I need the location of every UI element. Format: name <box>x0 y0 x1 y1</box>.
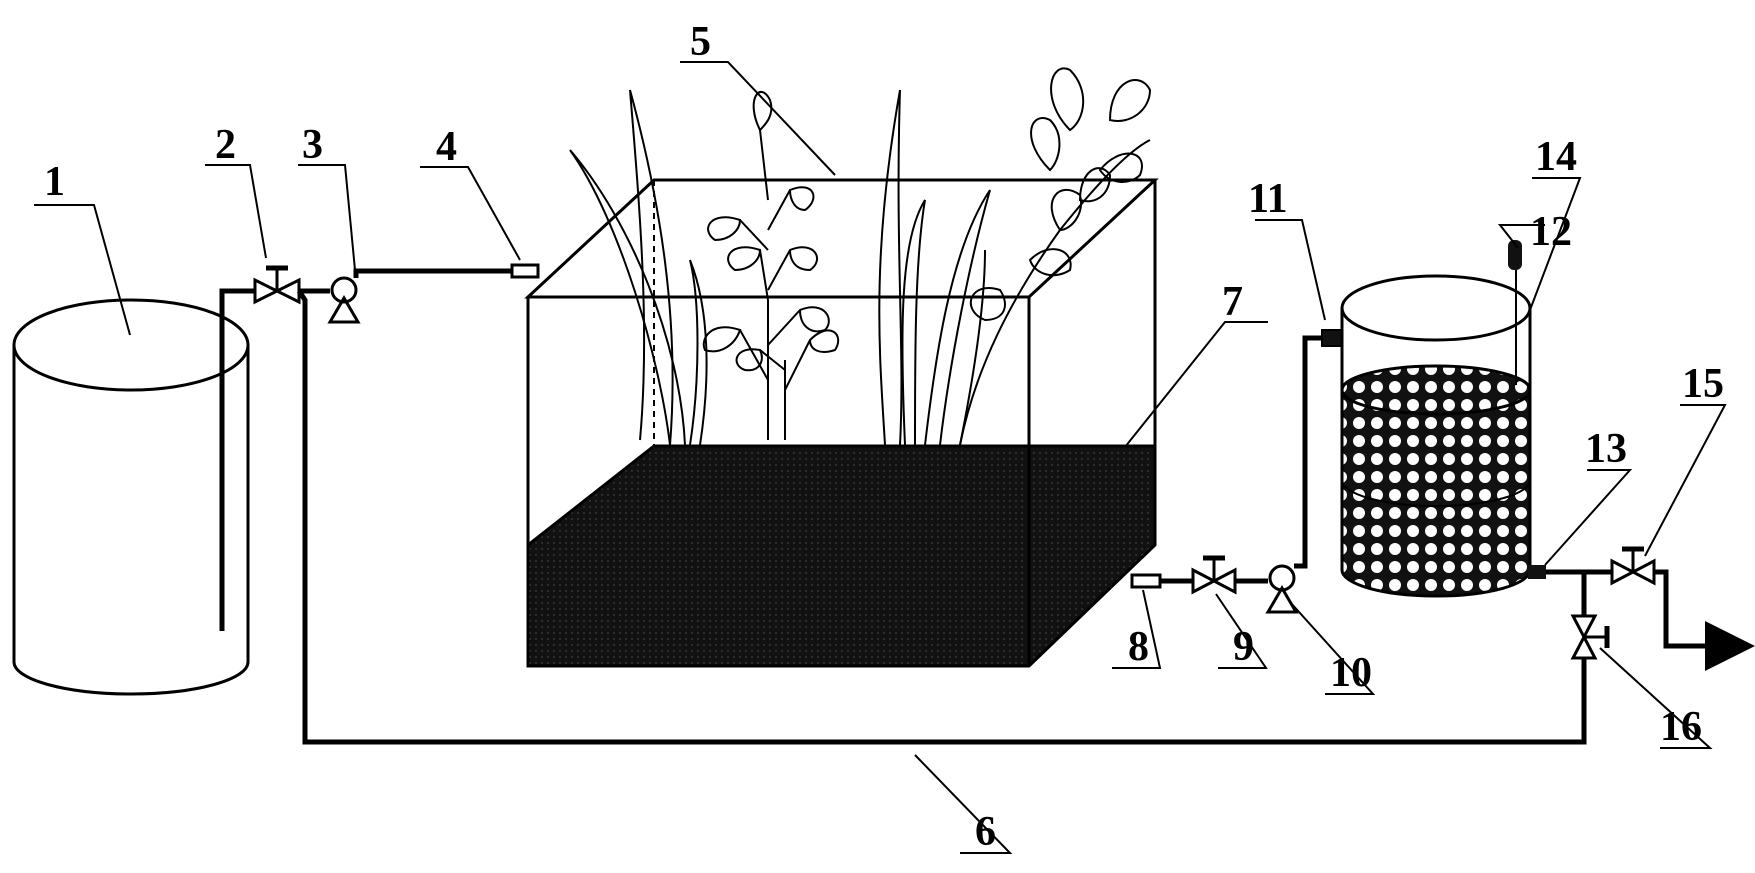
outlet-pipeline <box>1130 329 1343 614</box>
label-12: 12 <box>1530 209 1572 255</box>
label-1: 1 <box>44 159 65 205</box>
wetland-plants <box>569 67 1152 446</box>
label-5: 5 <box>690 19 711 65</box>
label-6: 6 <box>975 809 996 855</box>
label-4: 4 <box>436 124 457 170</box>
label-14: 14 <box>1535 134 1577 180</box>
label-15: 15 <box>1682 361 1724 407</box>
label-8: 8 <box>1128 624 1149 670</box>
label-13: 13 <box>1585 426 1627 472</box>
leader-lines <box>34 61 1727 854</box>
raw-water-tank <box>12 288 255 696</box>
effluent-pipeline <box>296 289 1755 745</box>
filter-column <box>1340 240 1532 598</box>
inlet-pump <box>299 268 520 324</box>
label-11: 11 <box>1248 176 1288 222</box>
label-16: 16 <box>1660 704 1702 750</box>
label-3: 3 <box>302 122 323 168</box>
callout-numbers: 1 2 3 4 5 6 7 8 9 10 11 12 13 14 15 16 <box>44 19 1724 855</box>
label-9: 9 <box>1233 624 1254 670</box>
inlet-nozzle <box>510 263 540 279</box>
label-10: 10 <box>1330 650 1372 696</box>
inlet-valve <box>253 265 301 305</box>
label-7: 7 <box>1222 279 1243 325</box>
label-2: 2 <box>215 122 236 168</box>
wetland-tank <box>524 178 1159 668</box>
